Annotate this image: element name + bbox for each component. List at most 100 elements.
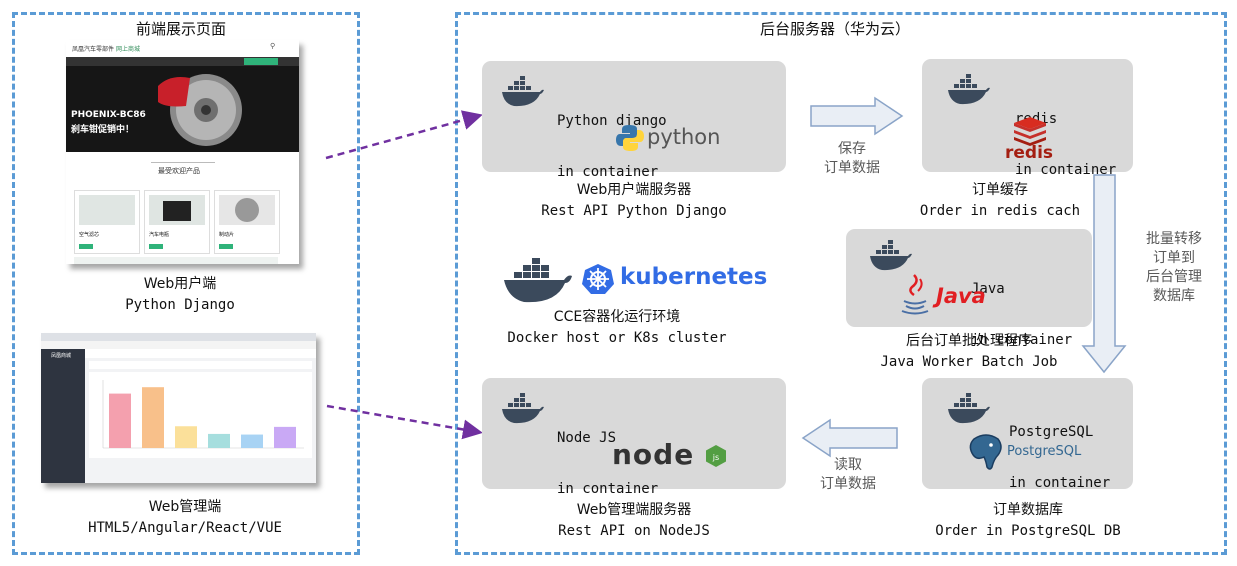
java-logo-text: Java	[936, 284, 986, 308]
web-admin-caption: Web管理端 HTML5/Angular/React/VUE	[50, 497, 320, 539]
web-user-title: Web用户端	[143, 276, 217, 292]
docker-icon	[870, 240, 912, 271]
admin-chart-bar	[208, 433, 230, 448]
web-admin-subtitle: HTML5/Angular/React/VUE	[88, 520, 282, 536]
svg-text:js: js	[712, 453, 719, 462]
node-logo-text: node	[612, 438, 695, 471]
postgres-caption-title: 订单数据库	[993, 502, 1063, 518]
admin-brand: 凤凰商城	[51, 353, 72, 359]
shop-product-row-2	[74, 257, 278, 264]
backend-region	[455, 12, 1227, 555]
admin-chart-bar	[274, 426, 296, 448]
web-user-caption: Web用户端 Python Django	[80, 274, 280, 316]
postgres-container-box: PostgreSQL in container PostgreSQL	[922, 378, 1133, 491]
postgres-caption: 订单数据库 Order in PostgreSQL DB	[912, 500, 1144, 542]
django-caption-title: Web用户端服务器	[576, 182, 692, 198]
save-arrow	[810, 96, 904, 136]
brake-disc-illustration	[158, 74, 242, 146]
postgres-logo-text: PostgreSQL	[1007, 444, 1082, 459]
shop-site-tag: 网上商城	[116, 46, 141, 53]
shop-section-divider	[151, 162, 215, 163]
docker-whale-large-icon	[504, 258, 572, 303]
admin-chart-bar	[142, 387, 164, 448]
read-arrow	[801, 418, 898, 458]
node-caption-subtitle: Rest API on NodeJS	[558, 523, 710, 539]
admin-chart-bar	[109, 393, 131, 448]
docker-icon	[948, 74, 990, 105]
redis-icon	[1014, 117, 1046, 146]
product-image	[79, 195, 135, 225]
admin-sidebar: 凤凰商城	[41, 349, 85, 483]
redis-caption: 订单缓存 Order in redis cach	[905, 180, 1095, 222]
product-image	[149, 195, 205, 225]
kubernetes-helm-icon	[582, 264, 614, 294]
shop-nav-button	[244, 58, 278, 65]
shop-product-card: 汽车电瓶	[144, 190, 210, 254]
frontend-region	[12, 12, 360, 555]
product-image	[219, 195, 275, 225]
django-caption-subtitle: Rest API Python Django	[541, 203, 727, 219]
disc-shape	[235, 198, 259, 222]
cluster-caption: CCE容器化运行环境 Docker host or K8s cluster	[482, 307, 752, 349]
admin-dashboard-screenshot: 凤凰商城	[41, 333, 316, 483]
java-caption: 后台订单批处理程序 Java Worker Batch Job	[846, 331, 1092, 373]
python-icon	[616, 125, 644, 151]
product-name: 汽车电瓶	[149, 232, 170, 238]
java-caption-title: 后台订单批处理程序	[906, 333, 1032, 349]
admin-topbar	[85, 349, 316, 358]
postgres-container-label: PostgreSQL in container	[1009, 424, 1111, 491]
redis-caption-subtitle: Order in redis cach	[919, 203, 1081, 219]
cluster-caption-subtitle: Docker host or K8s cluster	[507, 330, 727, 346]
web-user-subtitle: Python Django	[125, 297, 235, 313]
read-arrow-label: 读取 订单数据	[820, 457, 876, 492]
admin-chart-bar	[175, 426, 197, 448]
shop-banner-subtitle: 刹车钳促销中！	[71, 125, 135, 135]
product-name: 空气滤芯	[79, 232, 100, 238]
django-caption: Web用户端服务器 Rest API Python Django	[482, 180, 786, 222]
battery-shape	[163, 201, 191, 221]
docker-icon	[948, 393, 990, 424]
shop-site-name: 凤凰汽车零部件	[72, 46, 115, 53]
redis-logo-text: redis	[1005, 143, 1054, 163]
batch-transfer-arrow	[1081, 174, 1127, 374]
kubernetes-logo-text: kubernetes	[620, 264, 768, 290]
java-container-box: Java in container Java	[846, 229, 1092, 348]
django-container-label: Python django in container	[557, 113, 667, 180]
shop-banner-title: PHOENIX-BC86	[71, 110, 146, 120]
python-logo-text: python	[647, 125, 721, 149]
cluster-caption-title: CCE容器化运行环境	[553, 309, 681, 325]
node-container-box: Node JS in container node js	[482, 378, 786, 497]
shop-banner: PHOENIX-BC86 刹车钳促销中！	[66, 66, 299, 152]
save-arrow-label: 保存 订单数据	[824, 141, 880, 176]
admin-chart-card	[89, 372, 312, 458]
product-name: 制动片	[219, 232, 235, 238]
shop-product-card: 空气滤芯	[74, 190, 140, 254]
redis-container-label: redis in container	[1015, 111, 1117, 178]
admin-to-node-connector	[326, 404, 483, 440]
admin-content	[85, 349, 316, 483]
shop-search-icon: ⚲	[270, 42, 276, 50]
node-caption-title: Web管理端服务器	[576, 502, 692, 518]
frontend-to-django-connector	[325, 110, 483, 160]
product-buy-button	[219, 244, 233, 249]
java-container-label: Java in container	[971, 281, 1073, 348]
backend-region-title: 后台服务器（华为云）	[760, 20, 911, 38]
shop-header: 凤凰汽车零部件 网上商城 ⚲	[66, 40, 299, 57]
django-container-box: Python django in container python	[482, 61, 786, 180]
node-container-label: Node JS in container	[557, 430, 659, 497]
postgresql-elephant-icon	[969, 434, 1002, 470]
shop-nav-bar	[66, 57, 299, 66]
postgres-caption-subtitle: Order in PostgreSQL DB	[935, 523, 1121, 539]
product-buy-button	[149, 244, 163, 249]
docker-icon	[502, 393, 544, 424]
redis-caption-title: 订单缓存	[972, 182, 1028, 198]
product-buy-button	[79, 244, 93, 249]
admin-tabs	[89, 361, 312, 369]
batch-arrow-label: 批量转移 订单到 后台管理 数据库	[1146, 231, 1202, 304]
docker-icon	[502, 76, 544, 107]
frontend-region-title: 前端展示页面	[136, 20, 227, 38]
java-cup-icon	[901, 274, 929, 315]
web-admin-title: Web管理端	[148, 499, 222, 515]
